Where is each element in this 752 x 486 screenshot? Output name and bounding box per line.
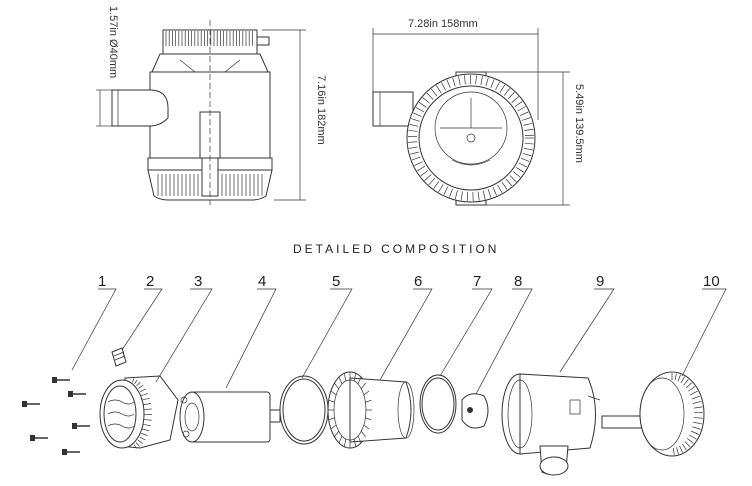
callout-5: 5 [332,273,340,290]
width-dimension-label: 7.28in 158mm [408,18,478,30]
part-screws [22,377,90,455]
part-impeller [461,393,489,429]
part-o-ring-large [279,375,329,445]
part-motor [179,391,281,443]
section-title: DETAILED COMPOSITION [293,242,499,256]
part-housing [327,371,415,449]
depth-dimension-label: 5.49in 139.5mm [573,84,585,163]
callout-7: 7 [473,273,481,290]
callout-1: 1 [98,273,106,290]
exploded-parts [22,347,705,476]
part-pump-body [501,373,601,476]
part-base-strainer [601,371,705,457]
pump-side-view [96,20,306,205]
callout-leaders [71,288,727,395]
outlet-dimension-label: 1.57in Ø40mm [107,6,119,78]
height-dimension-label: 7.16in 182mm [315,75,327,145]
callout-2: 2 [146,273,154,290]
part-cap [99,375,179,449]
callout-3: 3 [194,273,202,290]
pump-top-view [372,28,570,206]
callout-4: 4 [258,273,266,290]
part-fitting [111,347,127,367]
callout-9: 9 [596,273,604,290]
part-o-ring-small [419,374,457,434]
callout-labels: 1 2 3 4 5 6 7 8 9 10 [98,273,720,290]
callout-6: 6 [414,273,422,290]
callout-10: 10 [703,273,720,290]
callout-8: 8 [514,273,522,290]
